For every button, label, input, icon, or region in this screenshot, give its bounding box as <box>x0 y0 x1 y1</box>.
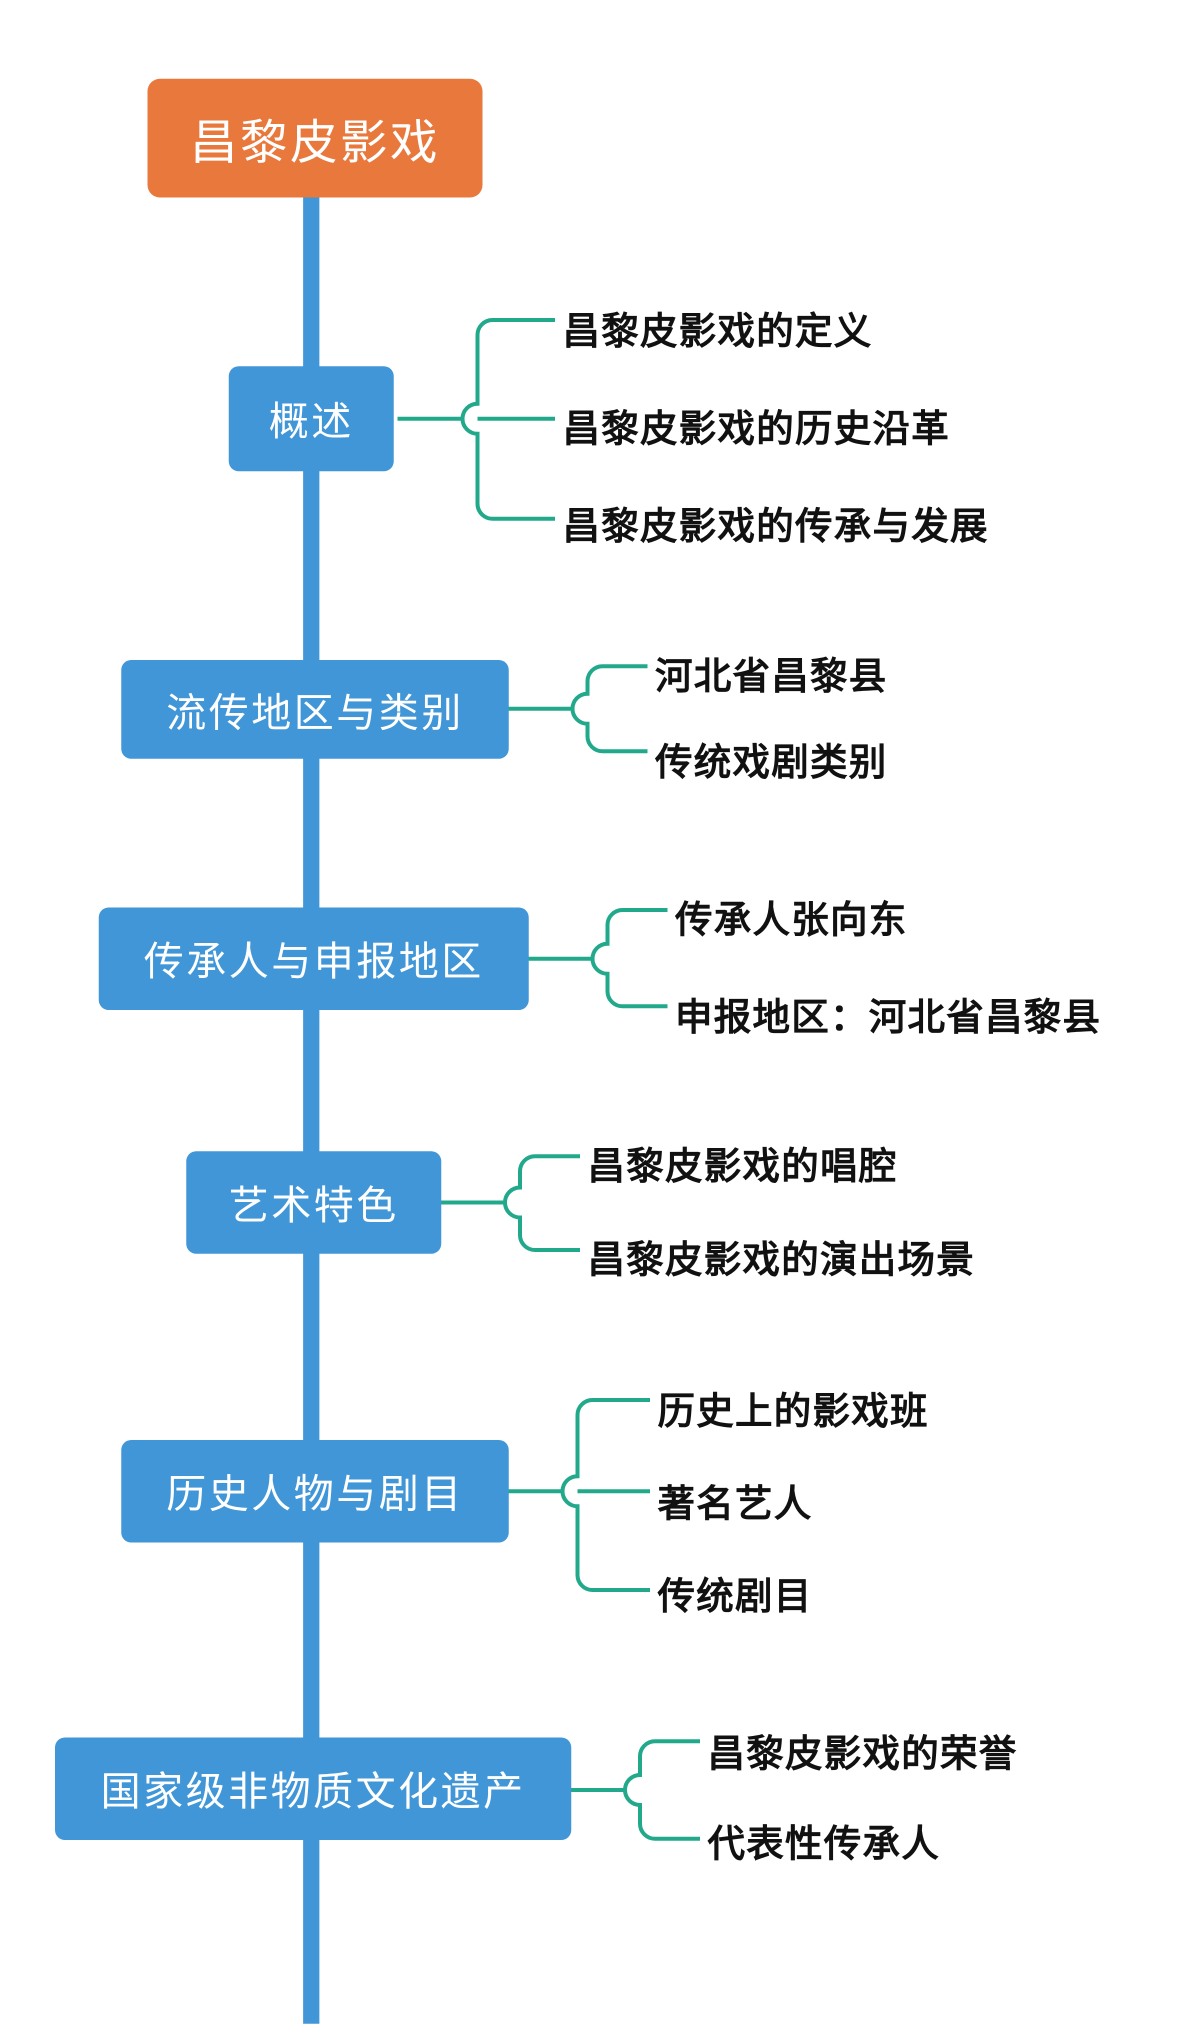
leaf-5-3[interactable]: 传统剧目 <box>657 1576 813 1618</box>
leaf-5-2[interactable]: 著名艺人 <box>657 1483 813 1525</box>
leaf-2-2[interactable]: 传统戏剧类别 <box>655 742 888 784</box>
leaf-1-1[interactable]: 昌黎皮影戏的定义 <box>562 311 873 353</box>
branch-node-3[interactable]: 传承人与申报地区 <box>98 907 529 1010</box>
branch-node-5-label: 历史人物与剧目 <box>166 1471 464 1517</box>
root-node-label: 昌黎皮影戏 <box>189 117 440 171</box>
branch-4-bracket <box>440 1154 580 1252</box>
leaf-6-1[interactable]: 昌黎皮影戏的荣誉 <box>707 1733 1018 1775</box>
leaf-4-1[interactable]: 昌黎皮影戏的唱腔 <box>587 1146 898 1188</box>
branch-6-bracket <box>570 1739 700 1841</box>
branch-1-bracket <box>397 318 555 521</box>
branch-node-2[interactable]: 流传地区与类别 <box>121 660 509 759</box>
branch-node-4-label: 艺术特色 <box>228 1182 399 1228</box>
leaf-1-3[interactable]: 昌黎皮影戏的传承与发展 <box>562 506 989 548</box>
leaf-4-2[interactable]: 昌黎皮影戏的演出场景 <box>587 1240 975 1282</box>
leaf-3-2[interactable]: 申报地区：河北省昌黎县 <box>675 997 1102 1039</box>
branch-node-1-label: 概述 <box>268 398 354 444</box>
branch-3-bracket <box>527 908 668 1009</box>
branch-node-2-label: 流传地区与类别 <box>166 689 464 735</box>
leaf-1-2[interactable]: 昌黎皮影戏的历史沿革 <box>562 408 950 450</box>
leaf-2-1[interactable]: 河北省昌黎县 <box>655 656 888 698</box>
branch-node-5[interactable]: 历史人物与剧目 <box>121 1440 509 1543</box>
branch-node-1[interactable]: 概述 <box>228 366 394 472</box>
branch-5-bracket <box>507 1398 650 1592</box>
branch-node-4[interactable]: 艺术特色 <box>186 1151 442 1254</box>
branch-node-3-label: 传承人与申报地区 <box>143 938 484 984</box>
branch-node-6-label: 国家级非物质文化遗产 <box>100 1768 526 1814</box>
leaf-3-1[interactable]: 传承人张向东 <box>675 900 908 942</box>
leaf-6-2[interactable]: 代表性传承人 <box>707 1823 940 1865</box>
branch-2-bracket <box>507 664 648 754</box>
branch-node-6[interactable]: 国家级非物质文化遗产 <box>55 1737 572 1840</box>
leaf-5-1[interactable]: 历史上的影戏班 <box>657 1391 929 1433</box>
root-node[interactable]: 昌黎皮影戏 <box>147 78 483 198</box>
